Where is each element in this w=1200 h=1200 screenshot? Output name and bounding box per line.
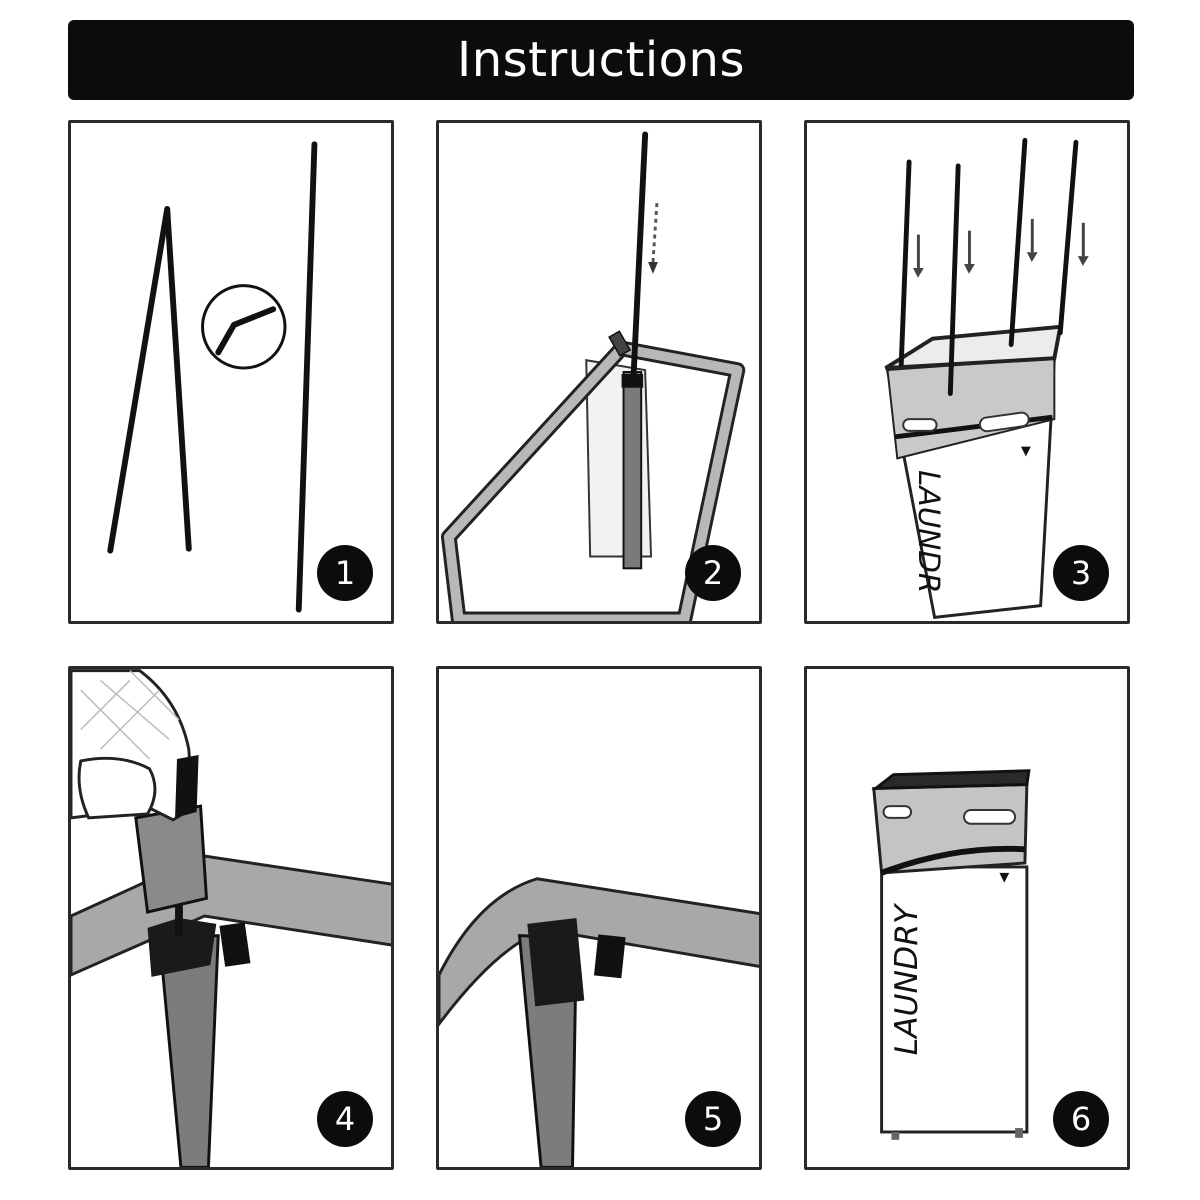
step-number-badge: 1	[317, 545, 373, 601]
step-5-panel: 5	[436, 666, 762, 1170]
sleeve-cap	[527, 918, 585, 1007]
joint-detail-bend	[215, 306, 277, 356]
step-number-badge: 6	[1053, 1091, 1109, 1147]
laundry-label: LAUNDRY	[889, 902, 925, 1055]
wheel-left	[891, 1131, 900, 1140]
down-arrow-line	[651, 203, 659, 263]
step-number-badge: 4	[317, 1091, 373, 1147]
step-number-badge: 3	[1053, 545, 1109, 601]
step-4-illustration	[71, 669, 391, 1167]
sleeve-cap	[147, 918, 217, 977]
velcro-tab	[593, 934, 626, 979]
bag-handle	[978, 411, 1030, 433]
title-banner: Instructions	[68, 20, 1134, 100]
step-number-badge: 5	[685, 1091, 741, 1147]
wheel-right	[1015, 1128, 1023, 1138]
bag-handle-side	[902, 418, 938, 432]
step-2-illustration	[440, 131, 746, 621]
laundry-label: LAUNDR	[912, 470, 946, 593]
straight-pole	[295, 141, 318, 613]
bag-handle	[963, 809, 1017, 825]
pole-clip	[134, 804, 209, 914]
step-6-panel: LAUNDRY 6	[804, 666, 1130, 1170]
folded-pole-right	[164, 206, 192, 552]
step-4-panel: 4	[68, 666, 394, 1170]
pole-sleeve	[622, 371, 643, 570]
step-1-panel: 1	[68, 120, 394, 624]
pole-2	[947, 163, 961, 397]
page-title: Instructions	[457, 32, 745, 88]
bag-divider	[880, 845, 1026, 876]
pole-3	[1008, 137, 1028, 347]
bag-opening	[871, 769, 1031, 791]
thumb	[77, 756, 157, 820]
joint-detail-circle	[201, 284, 287, 370]
step-3-panel: LAUNDR 3	[804, 120, 1130, 624]
step-3-illustration: LAUNDR	[884, 137, 1089, 620]
bag-frame-fabric	[443, 343, 743, 621]
bag-top-panel	[872, 782, 1029, 875]
velcro-tab	[219, 922, 251, 967]
bag-handle-side	[882, 805, 913, 819]
pole-4	[1057, 139, 1079, 336]
bag-body	[880, 865, 1029, 1134]
down-arrow-head	[648, 262, 658, 274]
step-2-panel: 2	[436, 120, 762, 624]
step-6-illustration: LAUNDRY	[871, 769, 1031, 1140]
bag-rim	[439, 877, 759, 1027]
step-5-illustration	[439, 877, 759, 1167]
step-1-illustration	[107, 141, 318, 613]
folded-pole-left	[107, 206, 171, 554]
step-number-badge: 2	[685, 545, 741, 601]
pole-1	[898, 159, 912, 367]
pole	[630, 131, 649, 383]
